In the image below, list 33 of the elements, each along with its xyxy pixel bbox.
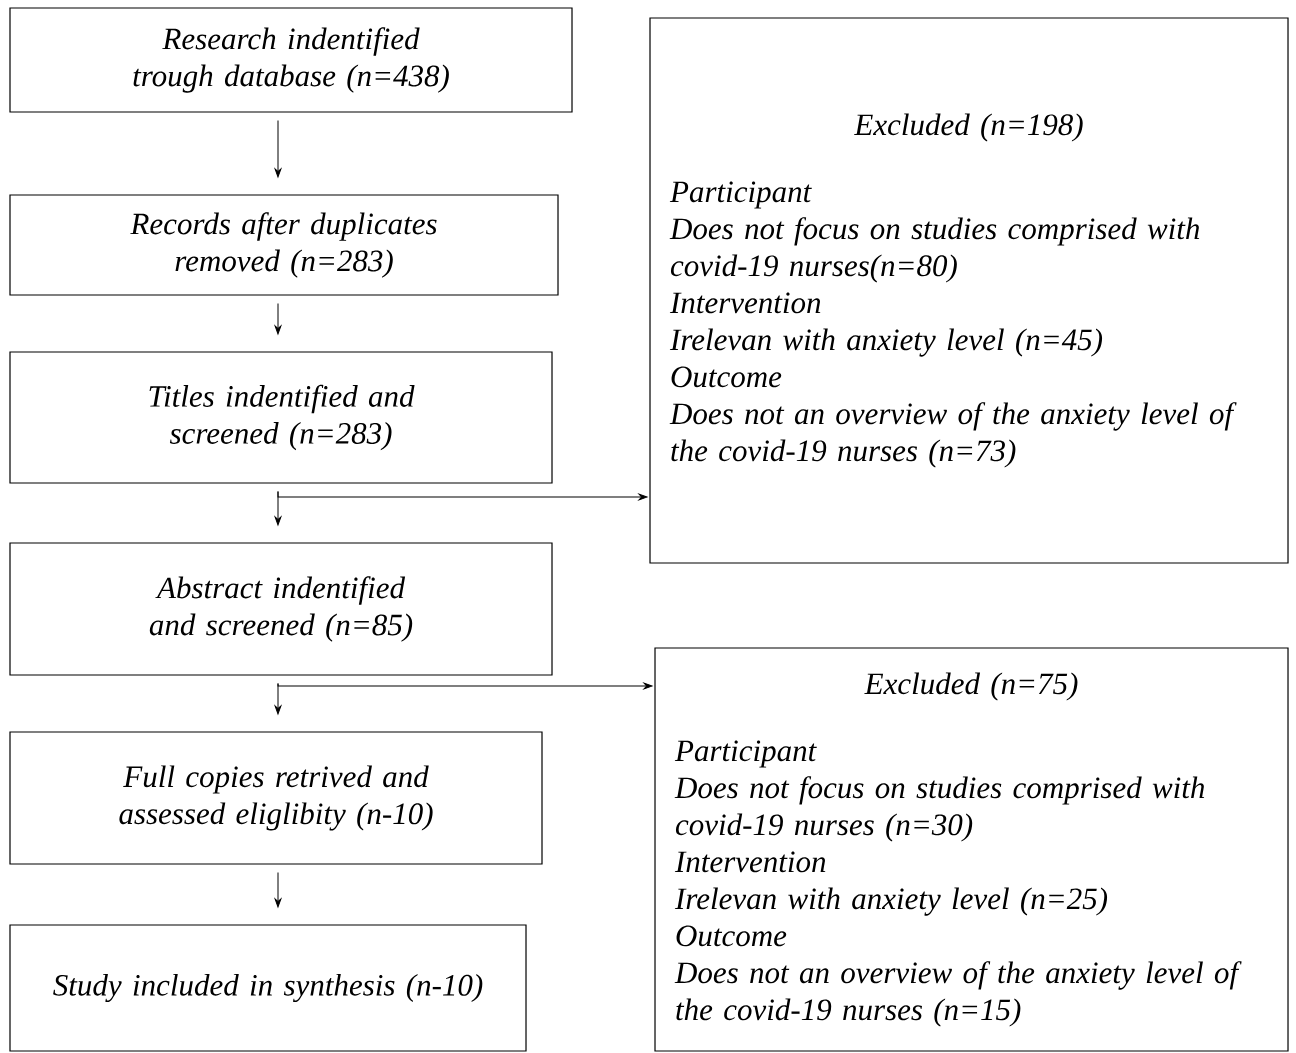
body-text: Outcome — [676, 925, 787, 947]
box-text: Study included in synthesis (n-10) — [53, 973, 483, 1003]
exclusion-box — [654, 647, 1289, 1052]
arrow — [277, 491, 648, 501]
box-text: Abstract indentified and screened (n=85) — [149, 576, 413, 642]
process-box — [9, 731, 543, 865]
box-text: Records after duplicates removed (n=283) — [130, 212, 437, 278]
body-text: Outcome — [671, 366, 782, 388]
arrow — [274, 872, 282, 908]
body-text: Intervention — [674, 851, 826, 873]
process-box — [9, 194, 559, 296]
process-box — [9, 351, 553, 484]
arrow — [277, 682, 653, 690]
arrow — [274, 120, 282, 178]
body-text: Irelevan with anxiety level (n=25) — [674, 887, 1108, 916]
body-text: Intervention — [669, 292, 821, 314]
body-text: Does not an overview of the anxiety level of the covid-19 nurses (n=73) — [669, 402, 1237, 468]
heading-text: Excluded (n=198) — [854, 113, 1083, 142]
box-text: Titles indentified and screened (n=283) — [149, 384, 415, 451]
body-text: Irelevan with anxiety level (n=45) — [669, 328, 1103, 357]
body-text: Does not focus on studies comprised with covid-19 nurses(n=80) — [669, 217, 1200, 283]
exclusion-box — [649, 17, 1289, 564]
process-box — [9, 542, 553, 676]
body-text: Participant — [669, 181, 812, 209]
body-text: Participant — [674, 740, 817, 768]
process-box — [9, 924, 527, 1052]
body-text: Does not focus on studies comprised with covid-19 nurses (n=30) — [674, 776, 1205, 842]
process-box — [9, 7, 573, 113]
box-text: Full copies retrived and assessed eliglibity (n-10) — [119, 765, 433, 831]
box-text: Research indentified trough database (n=438) — [133, 27, 449, 93]
heading-text: Excluded (n=75) — [864, 672, 1078, 701]
arrow — [274, 303, 282, 335]
body-text: Does not an overview of the anxiety level of the covid-19 nurses (n=15) — [674, 961, 1242, 1027]
